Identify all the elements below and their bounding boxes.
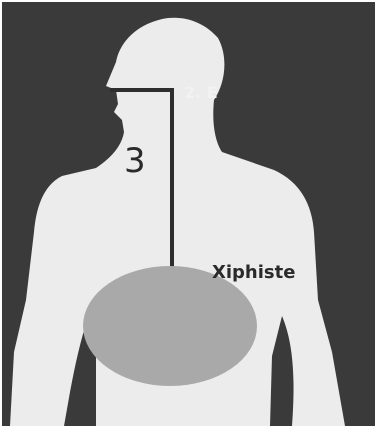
label-xiphisternum: Xiphiste — [212, 262, 295, 283]
stomach-ellipse — [83, 266, 257, 386]
label-point-3: 3 — [124, 141, 146, 181]
label-point-2: 2. E — [184, 83, 218, 102]
